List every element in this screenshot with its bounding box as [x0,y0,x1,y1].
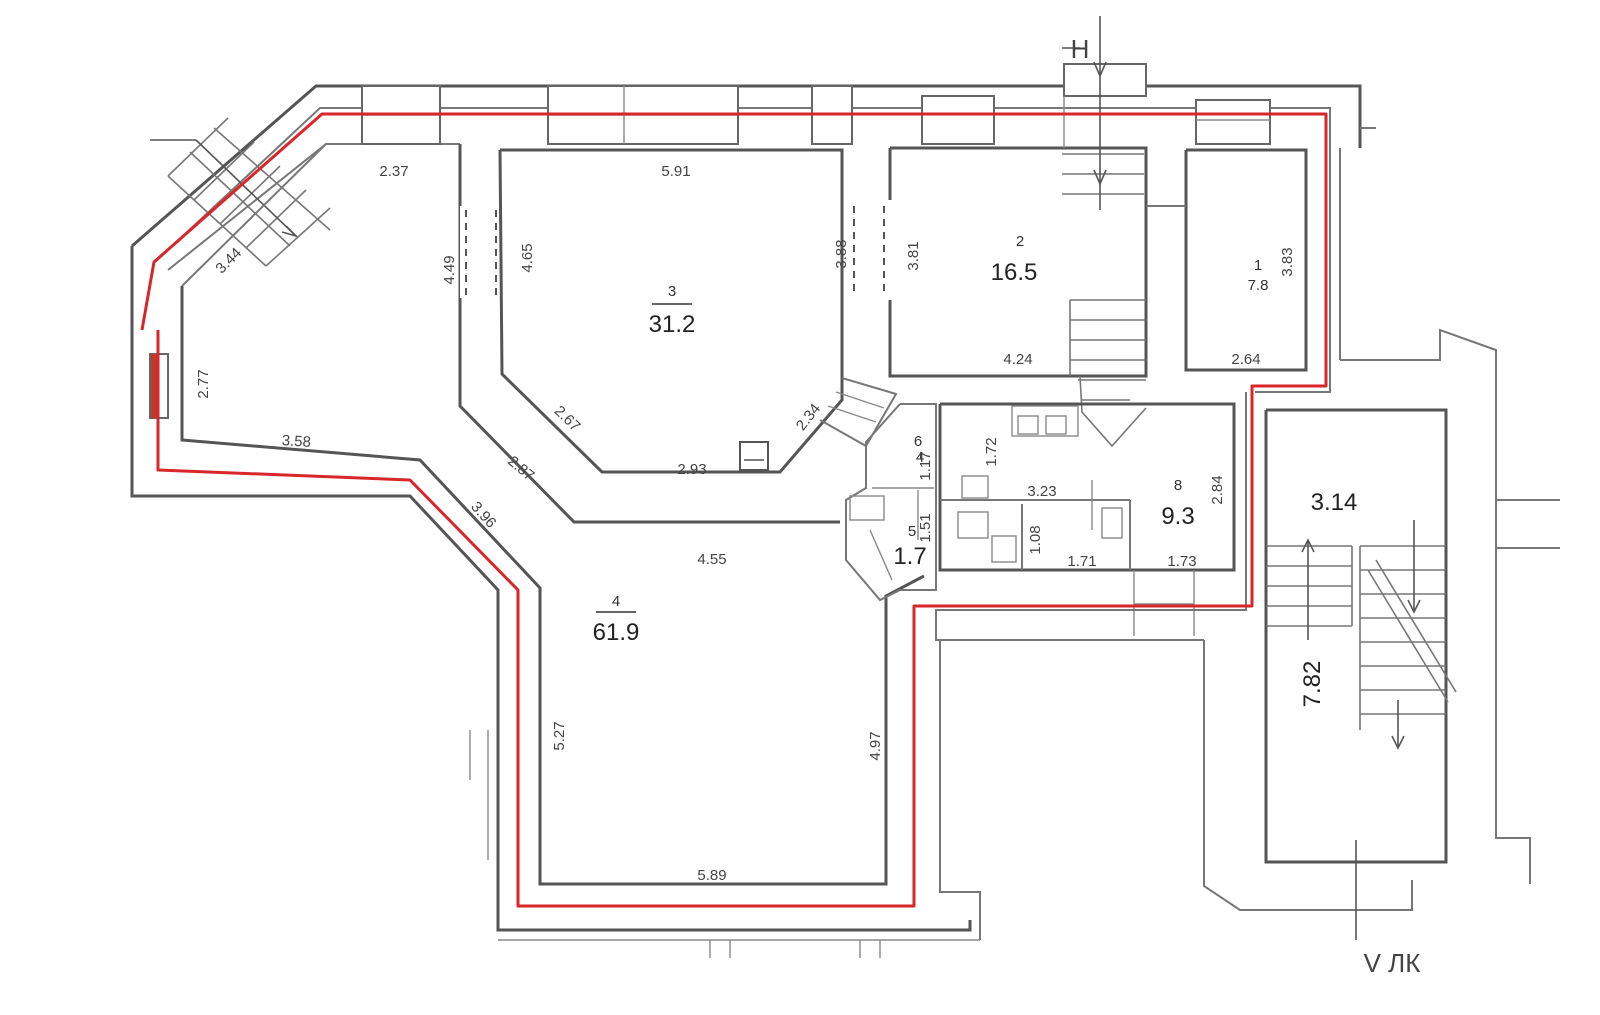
dim-4-49: 4.49 [441,255,458,284]
room-1-walls [1146,148,1308,372]
room-5-area: 1.7 [893,543,926,570]
passage-walls [819,200,898,448]
boundary-line [140,112,1328,908]
entrance-arrow [150,139,299,238]
staircase-walls [935,148,1560,940]
room-2-area: 16.5 [991,259,1038,286]
room-8-number: 8 [1174,477,1182,494]
dim-3-83: 3.83 [1279,247,1296,276]
room-4-walls [149,143,925,886]
room-6-area: 4 [916,449,924,466]
dim-1-73: 1.73 [1167,553,1196,570]
dim-1-51: 1.51 [917,513,934,542]
room-2-stairs [1062,153,1147,448]
dim-3-44: 3.44 [212,244,245,277]
dim-3-96: 3.96 [467,498,499,531]
dim-5-27: 5.27 [551,721,568,750]
dim-2-77: 2.77 [195,369,212,398]
main-stairs [1266,545,1457,730]
room-labels: 3 31.2 4 61.9 2 16.5 1 7.8 8 9.3 5 1.7 6… [593,233,1269,646]
room-5-number: 5 [908,523,916,540]
room-3-walls [458,144,844,524]
hall-walls [845,403,937,602]
dim-5-91: 5.91 [661,163,690,180]
room-6-number: 6 [914,433,922,450]
entrance-steps [167,117,331,267]
room-8-area: 9.3 [1161,503,1194,530]
dim-2-34: 2.34 [793,400,824,433]
dim-1-08: 1.08 [1027,525,1044,554]
bottom-marker: V ЛК [1364,948,1421,978]
dim-1-72: 1.72 [983,437,1000,466]
dim-7-82: 7.82 [1299,661,1326,708]
dim-3-23: 3.23 [1027,483,1056,500]
room-3-area: 31.2 [649,311,696,338]
dim-2-37: 2.37 [379,163,408,180]
dim-1-17: 1.17 [917,451,934,480]
dim-4-24: 4.24 [1003,351,1032,368]
dim-3-88: 3.88 [833,239,850,268]
dim-4-65: 4.65 [519,243,536,272]
dim-4-55: 4.55 [697,551,726,568]
room-2-walls [888,63,1148,378]
north-marker: Н [1071,34,1090,64]
room-4-number: 4 [612,593,620,610]
dim-4-97: 4.97 [867,731,884,760]
room-8-walls [938,402,1236,636]
room-2-number: 2 [1016,233,1024,250]
dim-2-93: 2.93 [677,461,706,478]
dim-2-84: 2.84 [1209,475,1226,504]
room-3-number: 3 [668,283,676,300]
room-4-area: 61.9 [593,619,640,646]
stair-arrows [1301,520,1421,940]
dim-1-71: 1.71 [1067,553,1096,570]
dim-3-14: 3.14 [1311,489,1358,516]
dim-2-64: 2.64 [1231,351,1260,368]
dim-5-89: 5.89 [697,867,726,884]
dimension-labels: 2.37 5.91 3.44 4.49 4.65 3.88 3.81 2.77 … [195,163,1357,884]
dim-3-58: 3.58 [281,432,311,451]
room-1-area: 7.8 [1248,277,1269,294]
room-1-number: 1 [1254,257,1262,274]
dim-2-67: 2.67 [551,403,584,436]
dim-3-81: 3.81 [905,241,922,270]
bottom-wall-hatch [469,730,980,958]
